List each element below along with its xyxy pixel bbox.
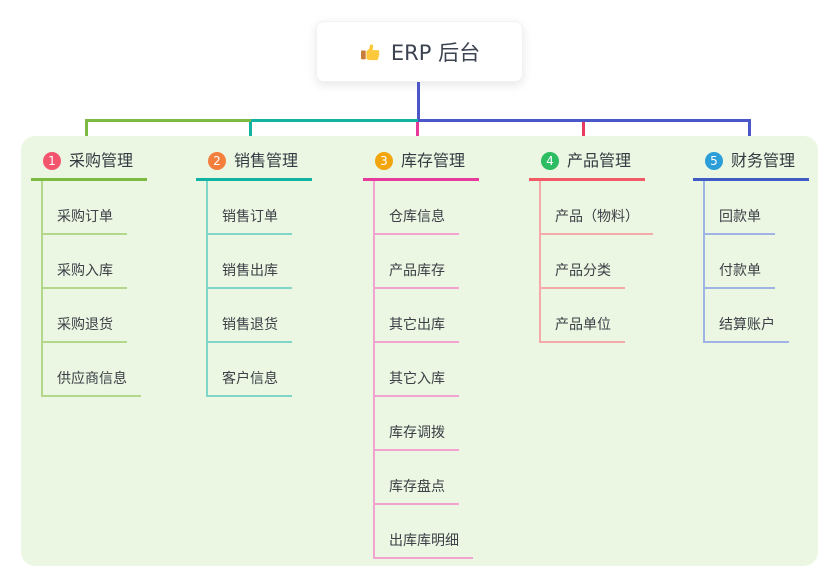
branch-label: 库存管理 — [401, 151, 466, 170]
child-node[interactable]: 结算账户 — [705, 289, 789, 343]
child-node[interactable]: 供应商信息 — [43, 343, 141, 397]
branch-index-badge: 1 — [43, 151, 61, 170]
child-node[interactable]: 销售出库 — [208, 235, 292, 289]
branch-label: 产品管理 — [567, 151, 632, 170]
child-node[interactable]: 仓库信息 — [375, 181, 459, 235]
branch-inventory: 3 库存管理 仓库信息 产品库存 其它出库 其它入库 库存调拨 库存盘点 出库库… — [363, 150, 480, 559]
child-node[interactable]: 产品单位 — [541, 289, 625, 343]
branch-children: 回款单 付款单 结算账户 — [703, 181, 809, 343]
branch-label: 销售管理 — [234, 151, 299, 170]
branch-drop-line-sales — [249, 122, 252, 144]
branch-children: 销售订单 销售出库 销售退货 客户信息 — [206, 181, 312, 397]
branch-index-badge: 4 — [541, 151, 559, 170]
branch-drop-line-product — [582, 122, 585, 144]
child-node[interactable]: 付款单 — [705, 235, 775, 289]
branch-product: 4 产品管理 产品（物料） 产品分类 产品单位 — [529, 150, 653, 343]
root-connector-line — [417, 82, 420, 120]
branch-node-finance[interactable]: 5 财务管理 — [693, 150, 810, 181]
child-node[interactable]: 回款单 — [705, 181, 775, 235]
child-node[interactable]: 其它入库 — [375, 343, 459, 397]
branch-node-purchase[interactable]: 1 采购管理 — [31, 150, 148, 181]
child-node[interactable]: 产品库存 — [375, 235, 459, 289]
child-node[interactable]: 采购退货 — [43, 289, 127, 343]
child-node[interactable]: 库存调拨 — [375, 397, 459, 451]
branch-finance: 5 财务管理 回款单 付款单 结算账户 — [693, 150, 810, 343]
bus-segment-right — [418, 119, 751, 122]
branch-children: 仓库信息 产品库存 其它出库 其它入库 库存调拨 库存盘点 出库库明细 — [373, 181, 479, 559]
branch-index-badge: 2 — [208, 151, 226, 170]
child-node[interactable]: 采购订单 — [43, 181, 127, 235]
bus-segment-mid — [251, 119, 418, 122]
branch-index-badge: 5 — [705, 151, 723, 170]
thumbs-up-icon — [359, 41, 381, 63]
child-node[interactable]: 其它出库 — [375, 289, 459, 343]
branch-drop-line-finance — [748, 122, 751, 144]
bus-segment-left — [85, 119, 251, 122]
branch-children: 采购订单 采购入库 采购退货 供应商信息 — [41, 181, 147, 397]
branches-panel: 1 采购管理 采购订单 采购入库 采购退货 供应商信息 2 销售管理 销售订单 … — [21, 136, 818, 566]
child-node[interactable]: 采购入库 — [43, 235, 127, 289]
branch-node-sales[interactable]: 2 销售管理 — [196, 150, 313, 181]
branch-index-badge: 3 — [375, 151, 393, 170]
child-node[interactable]: 出库库明细 — [375, 505, 473, 559]
child-node[interactable]: 销售退货 — [208, 289, 292, 343]
branch-drop-line-purchase — [85, 122, 88, 144]
branch-node-inventory[interactable]: 3 库存管理 — [363, 150, 480, 181]
child-node[interactable]: 产品分类 — [541, 235, 625, 289]
child-node[interactable]: 销售订单 — [208, 181, 292, 235]
branch-purchase: 1 采购管理 采购订单 采购入库 采购退货 供应商信息 — [31, 150, 148, 397]
branch-label: 财务管理 — [731, 151, 796, 170]
child-node[interactable]: 库存盘点 — [375, 451, 459, 505]
root-label: ERP 后台 — [390, 40, 481, 65]
child-node[interactable]: 产品（物料） — [541, 181, 653, 235]
branch-sales: 2 销售管理 销售订单 销售出库 销售退货 客户信息 — [196, 150, 313, 397]
branch-label: 采购管理 — [69, 151, 134, 170]
branch-node-product[interactable]: 4 产品管理 — [529, 150, 646, 181]
branch-drop-line-inventory — [416, 122, 419, 144]
root-node[interactable]: ERP 后台 — [316, 21, 523, 82]
child-node[interactable]: 客户信息 — [208, 343, 292, 397]
branch-children: 产品（物料） 产品分类 产品单位 — [539, 181, 653, 343]
